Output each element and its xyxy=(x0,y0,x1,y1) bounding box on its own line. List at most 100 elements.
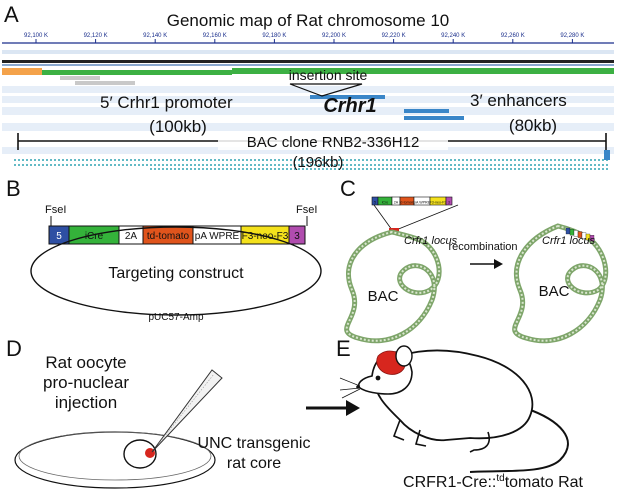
inserted-cassette-stripe xyxy=(589,235,595,242)
mini-construct-label: td-tomato xyxy=(399,201,414,205)
injection-text-2: pro-nuclear xyxy=(43,373,129,392)
rat-label-suffix: tomato Rat xyxy=(505,474,584,491)
rat-tail xyxy=(469,407,569,473)
genomic-map-title: Genomic map of Rat chromosome 10 xyxy=(167,11,450,30)
construct-segment-label: 5 xyxy=(56,231,62,242)
construct-segment-label: iCre xyxy=(85,231,104,242)
bac-label-right: BAC xyxy=(539,283,570,300)
rat-front-leg-2 xyxy=(414,429,427,447)
bac-loop-left xyxy=(344,229,442,344)
ruler-tick-label: 92,280 K xyxy=(560,33,584,39)
backbone-label: pUC57-Amp xyxy=(148,312,203,323)
orange-feature xyxy=(2,68,42,75)
panel-e: E CRFR1-Cre::tdtomato Rat xyxy=(336,336,584,491)
step-arrow-head xyxy=(346,400,360,416)
inserted-cassette xyxy=(565,227,595,242)
ruler-ticks: 92,100 K 92,120 K 92,140 K 92,160 K 92,180 K… xyxy=(24,33,584,43)
rat-whisker-3 xyxy=(341,388,361,399)
construct-segment-label: 3 xyxy=(294,231,300,242)
ruler-tick-label: 92,100 K xyxy=(24,33,48,39)
rat-line-label: CRFR1-Cre::tdtomato Rat xyxy=(403,473,584,491)
pipette-body xyxy=(151,369,223,453)
core-text-1: UNC transgenic xyxy=(198,435,311,452)
track-band-6 xyxy=(2,147,614,154)
promoter-label: 5′ Crhr1 promoter xyxy=(100,93,233,112)
track-reference-sub xyxy=(2,64,614,66)
ruler-tick-label: 92,240 K xyxy=(441,33,465,39)
enhancer-size: (80kb) xyxy=(509,116,557,135)
track-band-4 xyxy=(2,107,614,115)
construct-segment-label: pA WPRE xyxy=(195,231,240,242)
bac-label-left: BAC xyxy=(368,288,399,305)
panel-d: D Rat oocyte pro-nuclear injection UNC t… xyxy=(6,336,360,489)
oocyte xyxy=(123,439,157,469)
rat-illustration xyxy=(339,345,569,473)
mini-construct-label: iCre xyxy=(382,201,389,205)
mini-construct-label: pA WPRE xyxy=(414,201,431,205)
track-reference-line xyxy=(2,60,614,63)
construct-segment-label: td-tomato xyxy=(147,231,190,242)
mini-construct-label: 5 xyxy=(374,201,376,205)
mini-construct-segment xyxy=(445,196,453,206)
bac-clone-label: BAC clone RNB2-336H12 xyxy=(247,134,420,151)
ruler-tick-label: 92,120 K xyxy=(84,33,108,39)
bac-label-bg xyxy=(218,132,448,150)
pipette-texture xyxy=(159,373,215,443)
rat-hind-leg xyxy=(469,431,490,453)
targeting-construct-label: Targeting construct xyxy=(108,265,244,282)
track-band-1 xyxy=(2,50,614,54)
zoom-line-left xyxy=(373,204,393,231)
ruler-tick-label: 92,160 K xyxy=(203,33,227,39)
panel-d-letter: D xyxy=(6,336,22,361)
rat-eye xyxy=(375,375,381,381)
blue-end-mark xyxy=(604,150,610,160)
fsei-left-label: FseI xyxy=(45,204,66,216)
crhr1-exon-track xyxy=(310,95,385,99)
inserted-cassette-stripe xyxy=(565,227,571,235)
track-band-5 xyxy=(2,123,614,131)
crfr1-locus-label-right: Crfr1 locus xyxy=(542,235,596,247)
green-feature-right xyxy=(232,68,614,74)
panel-a: A Genomic map of Rat chromosome 10 92,10… xyxy=(2,2,614,171)
ruler-tick-label: 92,180 K xyxy=(262,33,286,39)
enhancer-label: 3′ enhancers xyxy=(470,91,567,110)
bac-loop-right-texture xyxy=(513,224,607,342)
recombination-arrow-head xyxy=(494,259,503,269)
blue-feature-3 xyxy=(404,116,464,120)
blue-feature-2 xyxy=(404,109,449,113)
promoter-size: (100kb) xyxy=(149,117,207,136)
ruler-tick-label: 92,200 K xyxy=(322,33,346,39)
construct-segment xyxy=(288,225,306,245)
ruler-tick-label: 92,140 K xyxy=(143,33,167,39)
bac-clone-size: (196kb) xyxy=(293,154,344,171)
rat-whisker-1 xyxy=(339,377,361,387)
mini-construct-label: 2A xyxy=(394,201,399,205)
construct-segment-label: 2A xyxy=(125,231,138,242)
panel-b-letter: B xyxy=(6,176,21,201)
panel-e-letter: E xyxy=(336,336,351,361)
ruler-tick-label: 92,260 K xyxy=(501,33,525,39)
panel-c-letter: C xyxy=(340,176,356,201)
zoom-line-right xyxy=(395,204,459,231)
rat-ear xyxy=(395,345,413,367)
rat-label-prefix: CRFR1-Cre:: xyxy=(403,474,496,491)
recombination-label: recombination xyxy=(448,241,517,253)
injection-text-1: Rat oocyte xyxy=(45,353,126,372)
promoter-label-text: 5′ Crhr1 promoter xyxy=(100,93,233,112)
crhr1-gene-label: Crhr1 xyxy=(323,95,376,117)
insertion-site-label: insertion site xyxy=(289,67,368,83)
mini-construct-label: 3 xyxy=(448,201,450,205)
targeting-plasmid xyxy=(30,226,322,316)
panel-a-letter: A xyxy=(4,2,19,27)
green-feature-left xyxy=(42,70,232,75)
micropipette xyxy=(151,369,223,453)
mini-construct-label: F3-neo-F3 xyxy=(430,201,447,205)
rat-front-leg xyxy=(392,419,405,441)
insertion-site-arrow xyxy=(289,83,363,97)
track-band-2 xyxy=(2,86,614,93)
